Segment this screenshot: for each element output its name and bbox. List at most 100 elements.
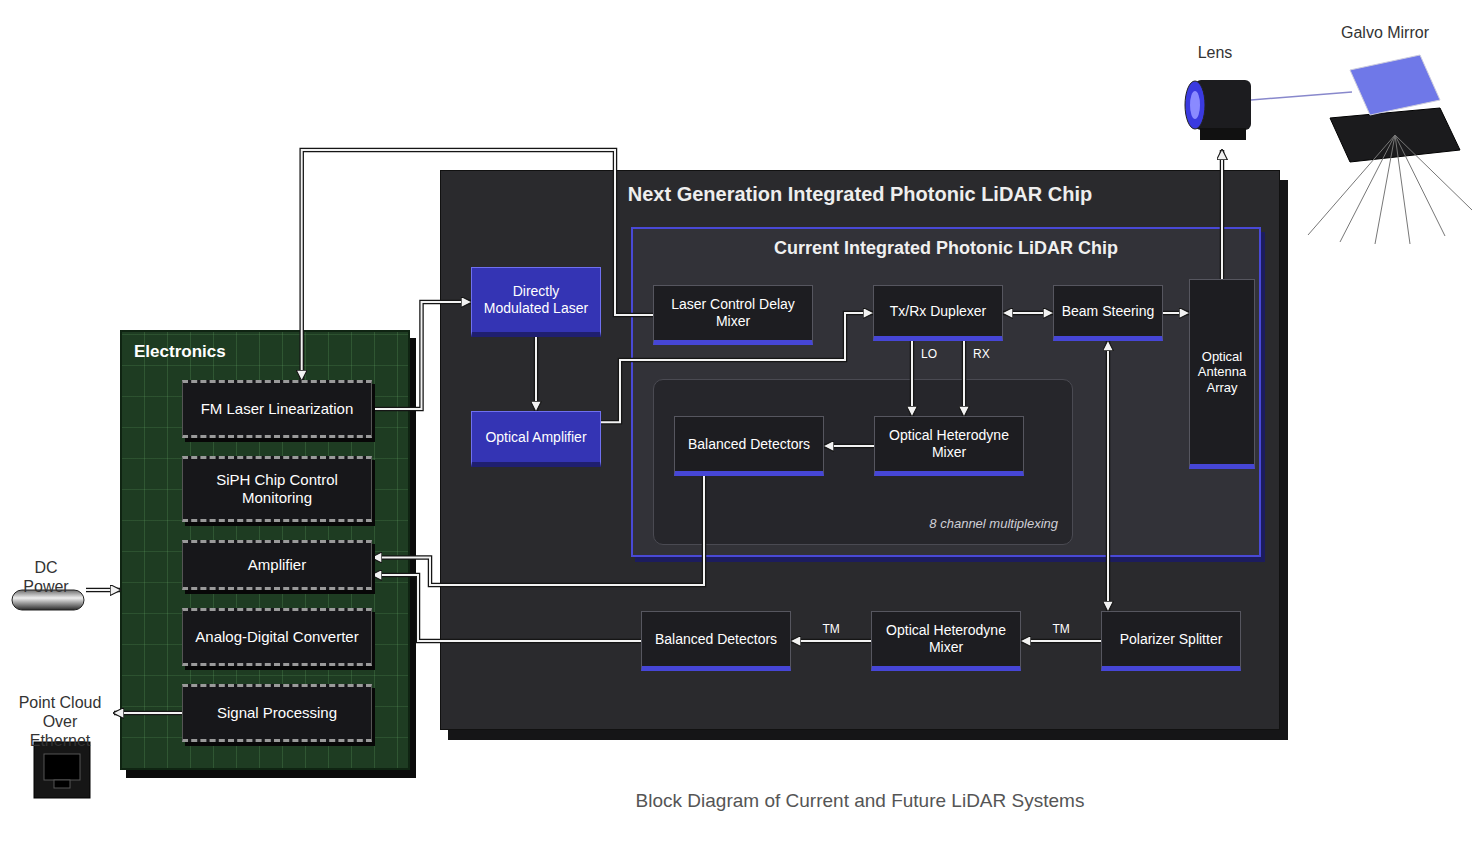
connector (536, 337, 537, 411)
signal-label: LO (918, 346, 940, 362)
photonic-block: Beam Steering (1053, 285, 1163, 341)
connector (1163, 313, 1189, 314)
scan-rays (1308, 135, 1472, 244)
photonic-block: Balanced Detectors (674, 416, 824, 476)
connector-line (911, 341, 913, 416)
connector-outline (114, 711, 182, 716)
connector-outline (601, 313, 873, 422)
photonic-block: Optical Heterodyne Mixer (871, 611, 1021, 671)
connector (86, 590, 120, 591)
ic-chip: SiPH Chip Control Monitoring (182, 456, 372, 522)
jack-opening (44, 754, 80, 780)
node-label: Optical Heterodyne Mixer (875, 424, 1023, 464)
photonic-block: Optical Heterodyne Mixer (874, 416, 1024, 476)
connector (302, 150, 653, 380)
node-label: FM Laser Linearization (183, 397, 371, 421)
connector-outline (1021, 639, 1101, 644)
signal-label: RX (970, 346, 993, 362)
connector-outline (824, 444, 874, 449)
node-label: Galvo Mirror (1300, 20, 1470, 45)
connector (912, 341, 913, 416)
node-label: Electronics (122, 332, 408, 372)
connector-line (1021, 640, 1101, 642)
part-label: Lens (1150, 40, 1280, 150)
node-label: Balanced Detectors (642, 628, 790, 651)
connector-line (601, 313, 873, 422)
chip-board: Next Generation Integrated Photonic LiDA… (440, 170, 1280, 730)
connector-outline (962, 341, 967, 416)
node-label: Directly Modulated Laser (472, 280, 600, 320)
node-label: Beam Steering (1054, 300, 1162, 323)
node-label: Signal Processing (183, 701, 371, 725)
part-label: DC Power (6, 555, 86, 625)
photonic-block: Balanced Detectors (641, 611, 791, 671)
node-label: Amplifier (183, 553, 371, 577)
connector (1108, 341, 1109, 611)
connector-outline (1163, 311, 1189, 316)
lens-glint (1190, 91, 1200, 119)
connector-line (963, 341, 965, 416)
node-label: Lens (1150, 40, 1280, 65)
ic-chip: Analog-Digital Converter (182, 608, 372, 666)
connector-line (1221, 150, 1223, 279)
connector-line (791, 640, 871, 642)
node-label: Optical Antenna Array (1190, 346, 1254, 399)
connector-line (114, 712, 182, 714)
connector (114, 713, 182, 714)
node-label: SiPH Chip Control Monitoring (183, 468, 371, 510)
connector-line (1107, 341, 1109, 611)
signal-label: TM (820, 621, 843, 637)
connector-outline (1003, 311, 1053, 316)
connector (372, 302, 471, 409)
connector-line (302, 150, 653, 380)
galvo-mirror (1350, 55, 1440, 115)
laser-component: Directly Modulated Laser (471, 267, 601, 337)
connector-outline (791, 639, 871, 644)
node-label: Tx/Rx Duplexer (874, 300, 1002, 323)
node-label: Analog-Digital Converter (183, 625, 371, 649)
part-label: Galvo Mirror (1300, 20, 1470, 240)
photonic-block: Laser Control Delay Mixer (653, 285, 813, 345)
connector-outline (1220, 150, 1225, 279)
node-label: Laser Control Delay Mixer (654, 293, 812, 333)
antenna-array: Optical Antenna Array (1189, 279, 1255, 469)
connector-outline (302, 150, 653, 380)
connector-outline (910, 341, 915, 416)
lens-glass (1185, 81, 1205, 129)
multiplex-region: 8 channel multiplexingBalanced Detectors… (653, 379, 1073, 545)
figure-caption: Block Diagram of Current and Future LiDA… (440, 790, 1280, 812)
connector-line (1163, 312, 1189, 314)
ethernet-jack (34, 742, 90, 798)
chip-region: Current Integrated Photonic LiDAR ChipLa… (631, 227, 1261, 557)
connector-line (372, 575, 641, 641)
connector (1222, 150, 1223, 279)
connector-outline (534, 337, 539, 411)
connector-outline (372, 302, 471, 409)
connector (824, 446, 874, 447)
connector-line (372, 476, 704, 585)
light-beam (1251, 92, 1352, 100)
connector (601, 313, 873, 422)
connector (372, 476, 704, 585)
photonic-block: Polarizer Splitter (1101, 611, 1241, 671)
connector (372, 575, 641, 641)
jack-tab (54, 780, 70, 788)
node-label: Point Cloud Over Ethernet (6, 690, 114, 754)
signal-label: TM (1050, 621, 1073, 637)
ic-chip: FM Laser Linearization (182, 380, 372, 438)
connector (791, 641, 871, 642)
connector-outline (86, 588, 120, 593)
laser-component: Optical Amplifier (471, 411, 601, 467)
node-label: Polarizer Splitter (1102, 628, 1240, 651)
connector-outline (1106, 341, 1111, 611)
ic-chip: Amplifier (182, 540, 372, 590)
node-label: Next Generation Integrated Photonic LiDA… (441, 183, 1279, 206)
lens-mount (1200, 128, 1246, 140)
connector-line (86, 589, 120, 591)
node-label: Current Integrated Photonic LiDAR Chip (633, 238, 1259, 259)
node-label: Optical Amplifier (472, 426, 600, 449)
connector (1003, 313, 1053, 314)
connector-line (372, 302, 471, 409)
node-label: DC Power (6, 555, 86, 599)
